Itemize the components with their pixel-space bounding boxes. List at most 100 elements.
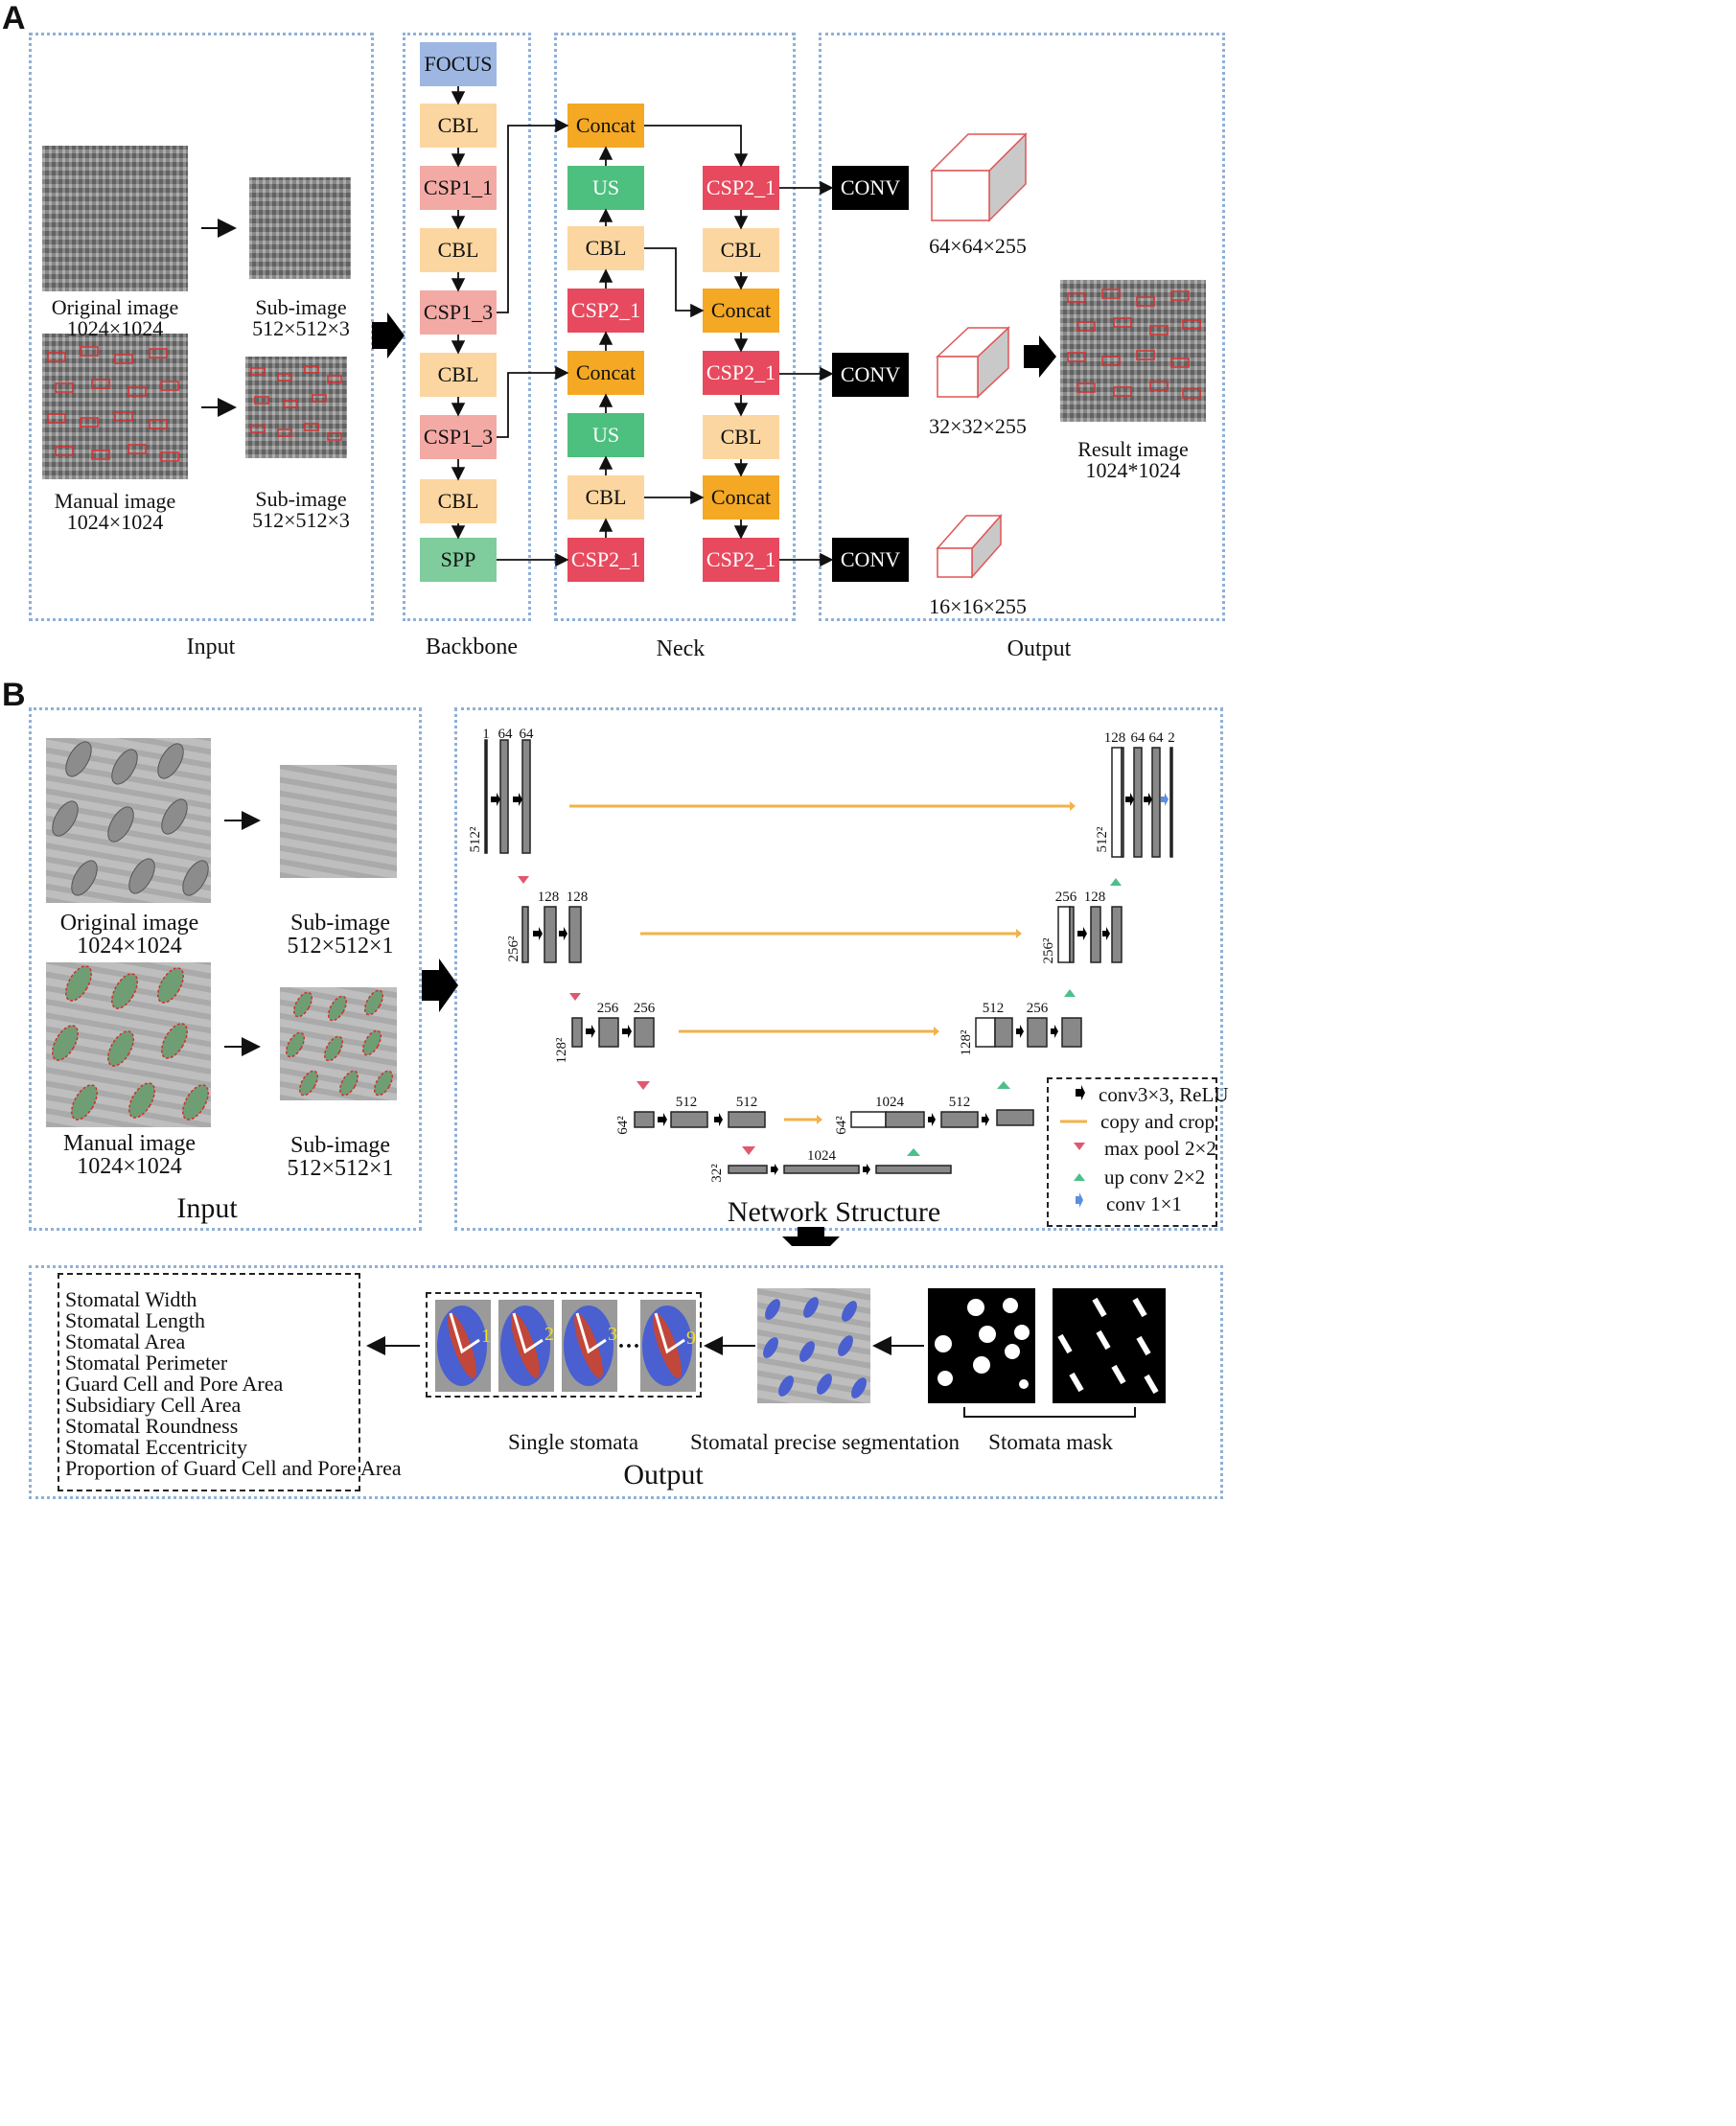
output-size-label: 16×16×255	[929, 594, 1027, 618]
neck-concat-block: Concat	[703, 475, 779, 520]
stomata-number: 9	[686, 1328, 696, 1349]
measurement-item: Subsidiary Cell Area	[65, 1393, 242, 1417]
output-cube-1	[930, 132, 1028, 222]
backbone-focus-block: FOCUS	[420, 42, 497, 86]
stomata-crop-2	[498, 1300, 554, 1392]
size-label: 512²	[1095, 826, 1110, 853]
channel-label: 1024	[875, 1095, 905, 1110]
channel-label: 64	[1131, 730, 1146, 746]
size-label: 128²	[959, 1029, 974, 1056]
neck-csp2-1-block: CSP2_1	[703, 166, 779, 210]
sub-stomata-annotations	[285, 989, 394, 1097]
legend-label: max pool 2×2	[1104, 1137, 1216, 1160]
neck-section-box	[554, 33, 796, 621]
neck-csp2-1-block: CSP2_1	[703, 351, 779, 395]
output-size-label: 64×64×255	[929, 234, 1027, 258]
size-label: 512²	[468, 826, 483, 853]
sub-image-caption-2: Sub-image	[255, 487, 347, 511]
channel-label: 128	[567, 890, 589, 905]
neck-concat-block: Concat	[567, 351, 644, 395]
upconv-arrow	[1110, 878, 1122, 886]
section-label-input: Input	[186, 635, 236, 659]
stomata-crop-3	[562, 1300, 617, 1392]
legend-label: conv 1×1	[1106, 1192, 1182, 1215]
backbone-cbl-block: CBL	[420, 104, 497, 148]
panel-b-letter: B	[2, 677, 26, 713]
neck-arrows	[497, 118, 834, 567]
result-image-a	[1060, 280, 1206, 422]
legend-label: copy and crop	[1100, 1110, 1215, 1133]
backbone-csp1-3-block: CSP1_3	[420, 415, 497, 459]
conv-block: CONV	[832, 538, 909, 582]
neck-csp2-1-block: CSP2_1	[703, 538, 779, 582]
single-stomata-images: 1 2 3 9 ···	[435, 1300, 696, 1392]
measurements-box	[58, 1273, 360, 1491]
big-arrow-down	[782, 1227, 840, 1246]
manual-image-size-b: 1024×1024	[77, 1154, 182, 1179]
legend-box	[1047, 1077, 1217, 1227]
measurement-item: Stomatal Eccentricity	[65, 1435, 247, 1459]
maxpool-arrow	[518, 876, 529, 884]
stomata-texture	[52, 741, 209, 896]
channel-label: 256	[1027, 1001, 1049, 1016]
channel-label: 512	[676, 1095, 698, 1110]
original-image-size: 1024×1024	[66, 316, 164, 340]
channel-label: 256	[597, 1001, 619, 1016]
segmentation-image	[757, 1288, 870, 1403]
channel-label: 512	[949, 1095, 971, 1110]
legend-maxpool-icon	[1074, 1143, 1085, 1150]
sub-image-caption-b1: Sub-image	[290, 911, 390, 936]
output-section-box	[819, 33, 1225, 621]
channel-label: 128	[1084, 890, 1106, 905]
sub-image-size-2: 512×512×3	[252, 508, 350, 532]
original-image-size-b: 1024×1024	[77, 934, 182, 959]
stomata-mask-1	[928, 1288, 1035, 1403]
stomata-mask-label: Stomata mask	[988, 1430, 1113, 1454]
result-image-caption: Result image	[1077, 437, 1189, 461]
channel-label: 128	[538, 890, 560, 905]
channel-label: 64	[498, 727, 514, 742]
panel-a-connectors	[201, 86, 1056, 579]
section-label-neck: Neck	[656, 636, 706, 661]
neck-cbl-block: CBL	[567, 475, 644, 520]
measurement-item: Stomatal Roundness	[65, 1414, 239, 1438]
manual-image-a	[42, 334, 188, 479]
mask-blobs	[935, 1298, 1030, 1389]
manual-image-caption: Manual image	[54, 489, 176, 513]
stomata-number: 2	[544, 1324, 554, 1345]
backbone-cbl-block: CBL	[420, 353, 497, 397]
stomata-crop-9	[640, 1300, 696, 1392]
sub-image-a-2	[245, 357, 347, 458]
neck-cbl-block: CBL	[703, 415, 779, 459]
measurement-item: Guard Cell and Pore Area	[65, 1372, 284, 1396]
sub-box-overlay	[250, 365, 342, 441]
neck-cbl-block: CBL	[703, 228, 779, 272]
channel-label: 256	[634, 1001, 656, 1016]
legend-upconv-icon	[1074, 1173, 1085, 1181]
neck-csp2-1-block: CSP2_1	[567, 538, 644, 582]
result-box-overlay	[1067, 289, 1201, 399]
channel-label: 256	[1055, 890, 1077, 905]
network-structure-title: Network Structure	[727, 1196, 941, 1228]
output-section-box-b	[29, 1265, 1223, 1499]
backbone-csp1-3-block: CSP1_3	[420, 290, 497, 335]
channel-label: 64	[520, 727, 535, 742]
neck-concat-block: Concat	[567, 104, 644, 148]
unet-diagram: 1 64 64 128 128 256 256 512 512 1024 102…	[224, 727, 1175, 1246]
neck-us-block: US	[567, 166, 644, 210]
neck-cbl-block: CBL	[567, 226, 644, 270]
section-label-output: Output	[1007, 636, 1072, 661]
sub-image-size-b2: 512×512×1	[287, 1156, 394, 1181]
size-label: 128²	[554, 1037, 569, 1064]
panel-a-letter: A	[2, 0, 26, 36]
neck-concat-block: Concat	[703, 289, 779, 333]
input-arrows	[201, 219, 237, 417]
output-cube-2	[936, 326, 1010, 399]
sub-image-a-1	[249, 177, 351, 279]
stomata-mask-2	[1053, 1288, 1166, 1403]
neck-csp2-1-block: CSP2_1	[567, 289, 644, 333]
conv-block: CONV	[832, 166, 909, 210]
big-arrow-b	[422, 959, 458, 1012]
single-stomata-label: Single stomata	[507, 1430, 639, 1454]
measurement-item: Stomatal Length	[65, 1308, 206, 1332]
